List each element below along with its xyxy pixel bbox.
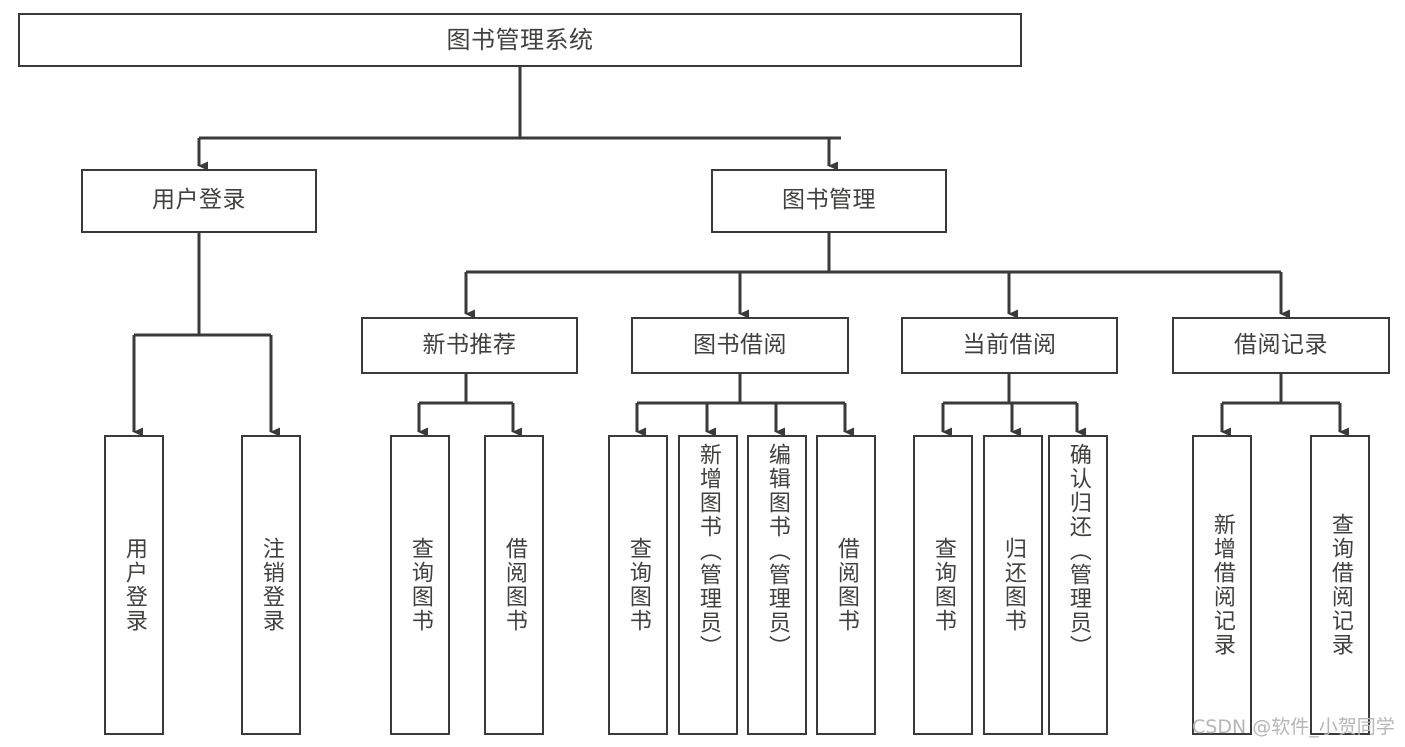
node-borrow-record[interactable]: 借阅记录: [1172, 317, 1390, 374]
node-leaf-logout-label: 注销登录: [258, 537, 284, 633]
node-user-login-label: 用户登录: [152, 187, 246, 214]
node-user-login[interactable]: 用户登录: [81, 169, 317, 233]
node-leaf-edit-book-admin[interactable]: 编辑图书（管理员）: [747, 435, 807, 735]
node-leaf-edit-book-admin-label: 编辑图书（管理员）: [764, 443, 790, 659]
node-borrow-record-label: 借阅记录: [1234, 331, 1328, 358]
node-leaf-add-book-admin[interactable]: 新增图书（管理员）: [678, 435, 738, 735]
node-leaf-query-book-borrow-label: 查询图书: [625, 537, 651, 633]
node-leaf-query-book-recommend-label: 查询图书: [407, 537, 433, 633]
node-leaf-confirm-return-admin-label: 确认归还（管理员）: [1065, 443, 1091, 659]
node-leaf-confirm-return-admin[interactable]: 确认归还（管理员）: [1048, 435, 1108, 735]
node-leaf-borrow-book[interactable]: 借阅图书: [816, 435, 876, 735]
node-new-book-recommend-label: 新书推荐: [422, 331, 517, 358]
csdn-watermark: CSDN @软件_小贺同学: [1192, 716, 1395, 738]
node-leaf-add-borrow-record[interactable]: 新增借阅记录: [1192, 435, 1252, 735]
node-leaf-borrow-book-recommend-label: 借阅图书: [501, 537, 527, 633]
node-book-borrow-label: 图书借阅: [693, 331, 787, 358]
node-root-book-management-system[interactable]: 图书管理系统: [18, 13, 1022, 67]
node-book-management-label: 图书管理: [782, 187, 876, 214]
node-root-label: 图书管理系统: [446, 25, 594, 54]
node-leaf-borrow-book-recommend[interactable]: 借阅图书: [484, 435, 544, 735]
node-new-book-recommend[interactable]: 新书推荐: [361, 317, 578, 374]
node-current-borrow-label: 当前借阅: [962, 331, 1057, 358]
node-leaf-return-book[interactable]: 归还图书: [983, 435, 1043, 735]
node-current-borrow[interactable]: 当前借阅: [901, 317, 1118, 374]
node-book-borrow[interactable]: 图书借阅: [631, 317, 849, 374]
node-leaf-return-book-label: 归还图书: [1000, 537, 1026, 633]
node-leaf-user-login-label: 用户登录: [121, 537, 147, 633]
node-leaf-add-book-admin-label: 新增图书（管理员）: [695, 443, 721, 659]
node-leaf-query-borrow-record[interactable]: 查询借阅记录: [1310, 435, 1370, 735]
node-leaf-query-borrow-record-label: 查询借阅记录: [1327, 513, 1353, 657]
node-leaf-query-book-borrow[interactable]: 查询图书: [608, 435, 668, 735]
node-leaf-borrow-book-label: 借阅图书: [833, 537, 859, 633]
node-leaf-user-login[interactable]: 用户登录: [104, 435, 164, 735]
node-leaf-logout[interactable]: 注销登录: [241, 435, 301, 735]
node-leaf-query-book-current-label: 查询图书: [930, 537, 956, 633]
node-book-management[interactable]: 图书管理: [711, 169, 947, 233]
node-leaf-query-book-recommend[interactable]: 查询图书: [390, 435, 450, 735]
node-leaf-query-book-current[interactable]: 查询图书: [913, 435, 973, 735]
node-leaf-add-borrow-record-label: 新增借阅记录: [1209, 513, 1235, 657]
